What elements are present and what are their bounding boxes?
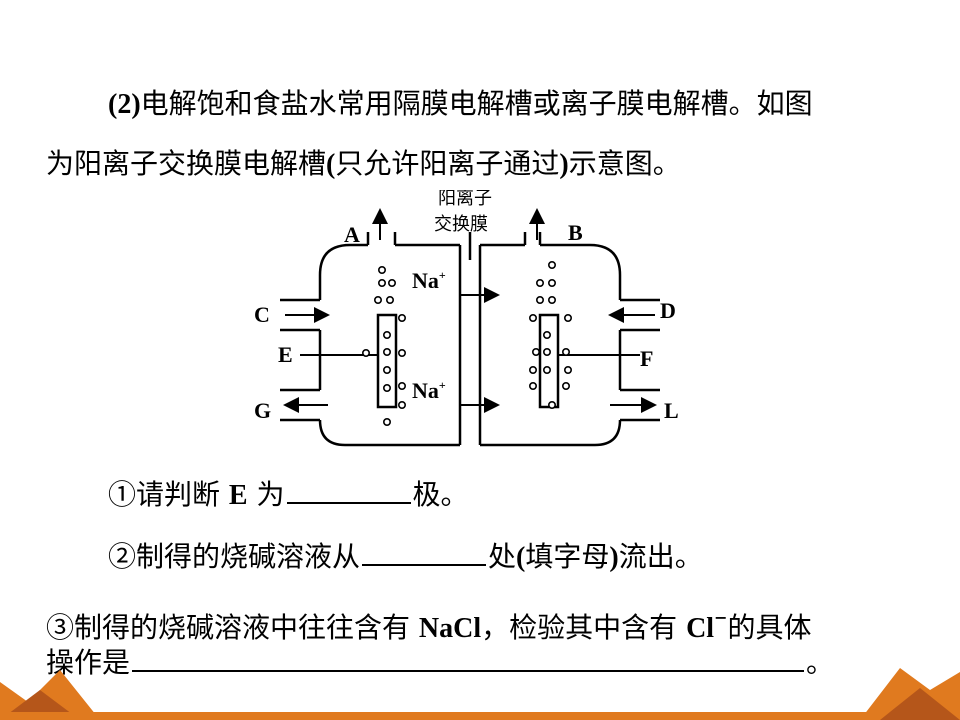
chem-nacl: NaCl <box>418 613 482 644</box>
sub3-suffix: 的具体 <box>727 611 812 644</box>
sub-question-2: ②制得的烧碱溶液从 处(填字母)流出。 <box>108 538 703 576</box>
label-A: A <box>344 222 360 247</box>
chem-cl-charge: − <box>714 608 728 627</box>
flow-arrows <box>283 208 657 413</box>
membrane-label-2: 交换膜 <box>434 214 488 234</box>
sub2-suffix-a: 处 <box>488 540 517 573</box>
electrolysis-cell-diagram: 阳离子 交换膜 A B C D E F G L Na+ Na+ <box>254 190 679 447</box>
question-text-2a: 为阳离子交换膜电解槽 <box>46 147 327 180</box>
footer-decoration <box>0 668 960 720</box>
chem-cl: Cl <box>686 613 715 644</box>
paren-open: ( <box>326 149 336 180</box>
question-number: (2) <box>108 89 141 120</box>
answer-blank-2[interactable] <box>362 538 487 566</box>
anode-electrode <box>376 313 398 409</box>
footer-right-shade <box>880 688 960 720</box>
question-text-2c: 只允许阳离子通过 <box>335 147 560 180</box>
cell-body <box>280 232 660 447</box>
answer-blank-1[interactable] <box>286 476 411 504</box>
sub-question-1: ①请判断 E 为 极。 <box>108 476 469 514</box>
sub3-end: 。 <box>806 646 835 679</box>
sub-question-3-line-2: 操作是。 <box>46 644 834 681</box>
question-line-2: 为阳离子交换膜电解槽(只允许阳离子通过)示意图。 <box>46 146 681 183</box>
sub1-letter: E <box>228 480 248 511</box>
membrane <box>458 232 482 445</box>
question-line-1: (2)电解饱和食盐水常用隔膜电解槽或离子膜电解槽。如图 <box>108 86 813 123</box>
paren-close: ) <box>559 149 569 180</box>
answer-blank-3[interactable] <box>132 644 805 672</box>
membrane-label-1: 阳离子 <box>438 190 492 208</box>
label-C: C <box>254 302 270 327</box>
sub1-mid: 为 <box>256 478 285 511</box>
sub2-fill: 填字母 <box>525 540 610 573</box>
gas-bubbles <box>362 261 572 427</box>
question-text-2e: 示意图。 <box>568 147 681 180</box>
question-text-1: 电解饱和食盐水常用隔膜电解槽或离子膜电解槽。如图 <box>140 87 813 120</box>
sub1-prefix: ①请判断 <box>108 478 221 511</box>
sub2-paren-open: ( <box>516 542 526 573</box>
cathode-electrode <box>538 313 560 409</box>
sub3-prefix: ③制得的烧碱溶液中往往含有 <box>46 611 411 644</box>
ion-label-top: Na+ <box>412 268 446 293</box>
sub3-mid: ，检验其中含有 <box>481 611 678 644</box>
ion-label-bottom: Na+ <box>412 378 446 403</box>
sub2-paren-close: ) <box>609 542 619 573</box>
sub2-suffix-b: 流出。 <box>618 540 703 573</box>
label-L: L <box>664 398 679 423</box>
sub-question-3: ③制得的烧碱溶液中往往含有 NaCl，检验其中含有 Cl−的具体 <box>46 600 812 647</box>
footer-bar <box>0 712 960 720</box>
label-G: G <box>254 398 271 423</box>
label-E: E <box>278 342 293 367</box>
label-F: F <box>640 346 653 371</box>
sub1-suffix: 极。 <box>412 478 469 511</box>
sub2-prefix: ②制得的烧碱溶液从 <box>108 540 361 573</box>
label-D: D <box>660 298 676 323</box>
label-B: B <box>568 220 583 245</box>
